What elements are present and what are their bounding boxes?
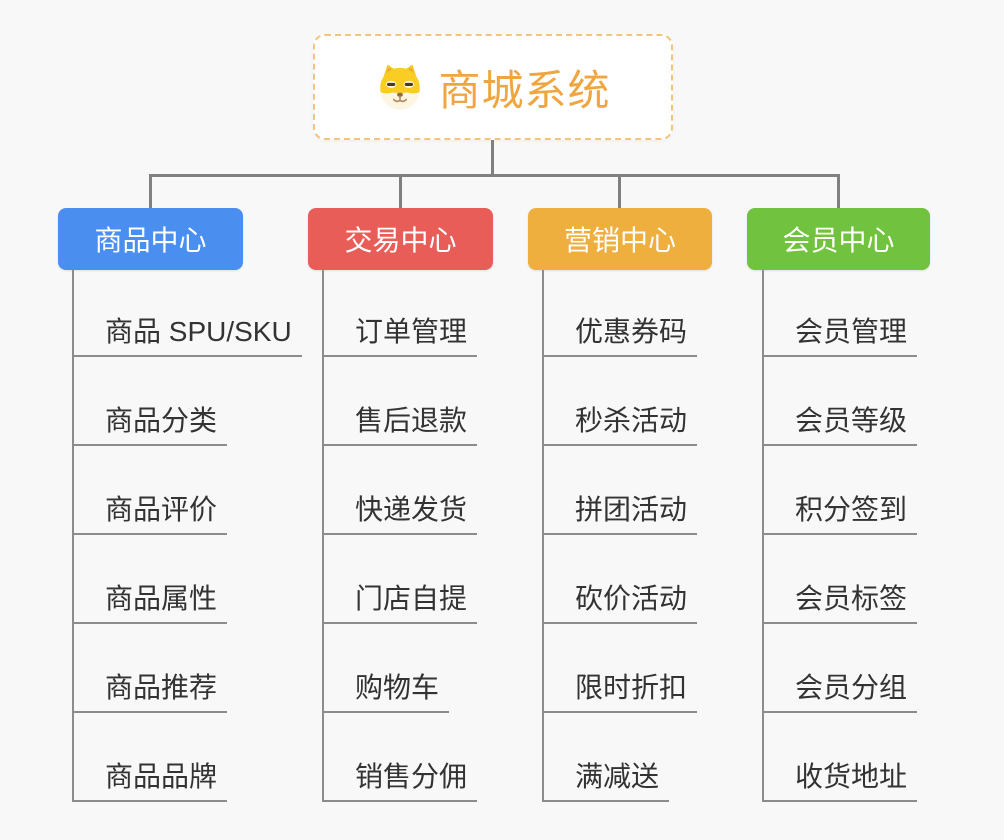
- trunk-line-3: [542, 270, 544, 802]
- leaf-node[interactable]: 优惠券码: [542, 316, 698, 357]
- leaf-node[interactable]: 商品品牌: [72, 761, 228, 802]
- leaf-node[interactable]: 会员分组: [762, 672, 918, 713]
- shiba-dog-icon: [380, 64, 421, 110]
- leaf-node[interactable]: 商品属性: [72, 583, 228, 624]
- root-title: 商城系统: [438, 66, 611, 114]
- branch-node-trade[interactable]: 交易中心: [308, 208, 493, 270]
- leaf-node[interactable]: 满减送: [542, 761, 670, 802]
- connector-drop-3: [618, 174, 621, 208]
- connector-horizontal: [149, 174, 840, 177]
- leaf-node[interactable]: 门店自提: [322, 583, 478, 624]
- leaf-node[interactable]: 秒杀活动: [542, 405, 698, 446]
- leaf-node[interactable]: 商品 SPU/SKU: [72, 316, 302, 357]
- leaf-node[interactable]: 会员管理: [762, 316, 918, 357]
- leaf-node[interactable]: 砍价活动: [542, 583, 698, 624]
- branch-node-membership[interactable]: 会员中心: [747, 208, 930, 270]
- leaf-node[interactable]: 商品分类: [72, 405, 228, 446]
- branch-node-product[interactable]: 商品中心: [58, 208, 243, 270]
- leaf-node[interactable]: 订单管理: [322, 316, 478, 357]
- leaf-node[interactable]: 限时折扣: [542, 672, 698, 713]
- leaf-node[interactable]: 会员标签: [762, 583, 918, 624]
- leaf-node[interactable]: 售后退款: [322, 405, 478, 446]
- leaf-node[interactable]: 销售分佣: [322, 761, 478, 802]
- connector-drop-2: [399, 174, 402, 208]
- trunk-line-4: [762, 270, 764, 802]
- leaf-node[interactable]: 拼团活动: [542, 494, 698, 535]
- trunk-line-1: [72, 270, 74, 802]
- root-node[interactable]: 商城系统: [313, 34, 673, 140]
- leaf-node[interactable]: 会员等级: [762, 405, 918, 446]
- leaf-node[interactable]: 收货地址: [762, 761, 918, 802]
- connector-drop-1: [149, 174, 152, 208]
- connector-root-stub: [491, 140, 494, 176]
- leaf-node[interactable]: 积分签到: [762, 494, 918, 535]
- leaf-node[interactable]: 购物车: [322, 672, 450, 713]
- trunk-line-2: [322, 270, 324, 802]
- leaf-node[interactable]: 商品评价: [72, 494, 228, 535]
- branch-node-marketing[interactable]: 营销中心: [528, 208, 712, 270]
- leaf-node[interactable]: 商品推荐: [72, 672, 228, 713]
- connector-drop-4: [837, 174, 840, 208]
- leaf-node[interactable]: 快递发货: [322, 494, 478, 535]
